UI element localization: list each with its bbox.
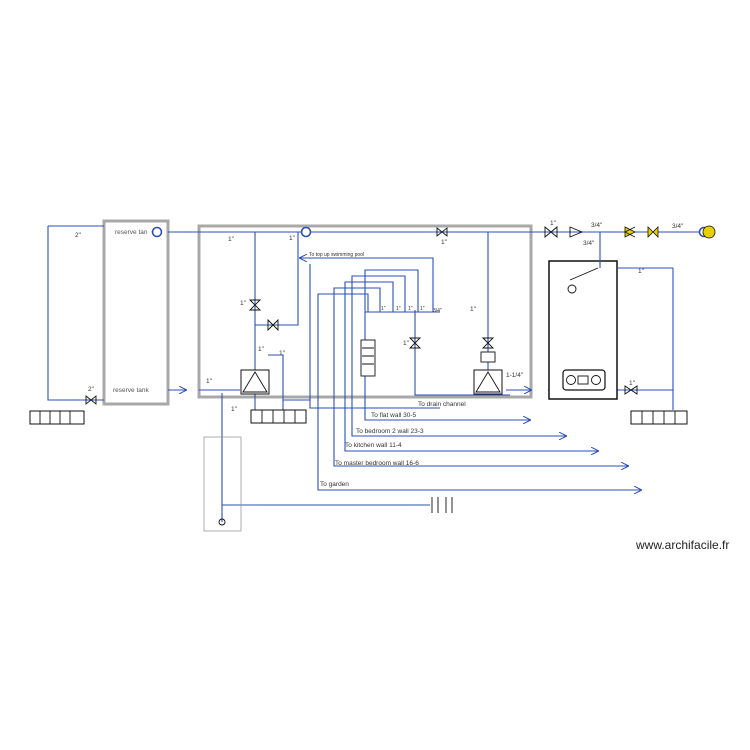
boiler-dial-right: [591, 375, 601, 385]
route-label-pool: To top up swimming pool: [309, 252, 364, 258]
size-label-3-4-b: 3/4": [583, 240, 595, 247]
size-label-1in-l: 1": [470, 306, 477, 313]
top-line-fitting: [300, 226, 312, 238]
left-pump: [240, 369, 270, 395]
valve-top-line: [436, 227, 448, 237]
pressure-reducer: [624, 226, 636, 238]
reserve-tank-frame: [102, 219, 170, 406]
size-label-1in-g: 1": [231, 406, 238, 413]
size-label-1in-k: 1": [403, 340, 410, 347]
collector-left: [29, 410, 85, 425]
size-label-1in-a: 1": [228, 236, 235, 243]
size-label-1in-e: 1": [638, 268, 645, 275]
size-label-1in-o: 1": [396, 306, 401, 312]
left-pump-riser: [254, 232, 284, 410]
size-label-1in-n: 1": [381, 306, 386, 312]
size-label-1in-c: 1": [441, 239, 448, 246]
branch-garden: [317, 293, 641, 490]
left-pump-stub: [255, 232, 299, 326]
union-fitting: [431, 497, 453, 513]
size-label-1in-p: 1": [408, 306, 413, 312]
route-label-garden: To garden: [320, 481, 349, 488]
filter-unit: [360, 339, 376, 377]
size-label-2in-bottom: 2": [88, 386, 95, 393]
branch-pool: [300, 258, 434, 312]
route-label-kitchen: To kitchen wall 11-4: [345, 442, 402, 449]
boiler-control-panel: [562, 369, 606, 391]
cylinder-box: [203, 436, 242, 532]
size-label-1in-d: 1": [550, 220, 557, 227]
collector-right: [630, 410, 688, 425]
water-meter-icon: [702, 225, 716, 239]
reserve-tank-top-label: reserve tan: [115, 229, 148, 236]
valve-center: [408, 337, 422, 349]
collector-middle: [250, 409, 307, 424]
branch-bedroom2: [351, 275, 566, 436]
size-label-1-1-4: 1-1/4": [506, 372, 524, 379]
check-valve: [647, 226, 659, 238]
watermark-text: www.archifacile.fr: [636, 538, 730, 552]
size-label-1in-b: 1": [289, 235, 296, 242]
route-label-drain: To drain channel: [418, 401, 466, 408]
valve-inlet: [544, 226, 558, 238]
size-label-1in-q: 1": [420, 306, 425, 312]
size-label-3-4-a: 3/4": [591, 222, 603, 229]
size-label-1in-m: 1": [629, 380, 636, 387]
branch-master-bedroom: [333, 287, 628, 466]
valve-left-riser: [248, 299, 262, 311]
boiler-flue-cap: [567, 284, 577, 294]
right-pump: [473, 369, 503, 395]
valve-left-horizontal: [267, 318, 279, 332]
branch-flat: [364, 269, 530, 420]
size-label-1in-i: 1": [258, 346, 265, 353]
size-label-3-4-d: 3/4": [433, 308, 442, 314]
left-riser-pipe: [47, 225, 104, 401]
expansion-vessel: [480, 351, 496, 363]
route-label-master-bedroom: To master bedroom wall 16-6: [335, 460, 419, 467]
branch-kitchen: [344, 281, 598, 451]
valve-return: [624, 385, 638, 395]
filter-inline: [569, 226, 584, 238]
size-label-1in-f: 1": [206, 378, 213, 385]
boiler-flue: [569, 267, 599, 281]
size-label-3-4-c: 3/4": [672, 223, 684, 230]
boiler-return-pipe: [548, 267, 674, 410]
size-label-1in-j: 1": [240, 300, 247, 307]
size-label-1in-h: 1": [279, 350, 286, 357]
route-label-flat: To flat wall 30-5: [371, 412, 417, 419]
size-label-2in-top: 2": [75, 232, 82, 239]
cylinder-pipe: [221, 393, 430, 522]
boiler-display: [577, 375, 589, 385]
boiler-dial-left: [566, 375, 576, 385]
cylinder-drain: [218, 518, 226, 526]
reserve-tank-bottom-label: reserve tank: [113, 387, 150, 394]
valve-left-bottom: [85, 395, 97, 405]
route-label-bedroom2: To bedroom 2 wall 23-3: [356, 428, 424, 435]
float-valve-tank: [151, 226, 163, 238]
drain-line: [283, 264, 440, 409]
valve-right-riser: [481, 337, 495, 349]
